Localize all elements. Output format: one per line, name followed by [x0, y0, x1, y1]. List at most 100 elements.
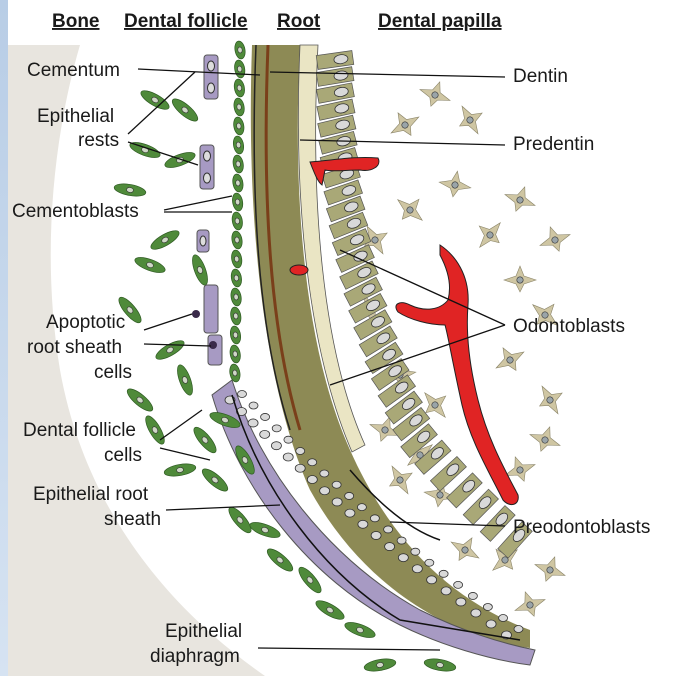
label-cementum: Cementum: [27, 60, 120, 81]
follicle-cell: [313, 597, 346, 623]
sheath-nucleus: [441, 587, 451, 595]
follicle-cell: [189, 253, 210, 287]
follicle-cell: [133, 254, 167, 275]
follicle-cell: [226, 504, 255, 536]
label-dentin: Dentin: [513, 66, 568, 87]
sheath-nucleus: [357, 504, 366, 511]
sheath-nucleus: [384, 526, 393, 533]
follicle-cell: [248, 519, 282, 540]
follicle-cell: [343, 619, 377, 640]
follicle-cell: [148, 227, 181, 253]
label-preodontoblasts: Preodontoblasts: [513, 517, 650, 538]
sheath-nucleus: [307, 476, 317, 484]
sheath-nucleus: [397, 537, 406, 544]
sheath-nucleus: [283, 453, 293, 461]
label-predentin: Predentin: [513, 134, 594, 155]
sheath-nucleus: [308, 459, 317, 466]
sheath-nucleus: [486, 620, 496, 628]
label-apoptotic-3: cells: [94, 362, 132, 383]
sheath-nucleus: [296, 447, 305, 454]
cementoblast-cell: [230, 249, 243, 268]
label-apoptotic-2: root sheath: [27, 337, 122, 358]
follicle-cell: [163, 149, 197, 170]
sheath-nucleus: [260, 430, 270, 438]
sheath-nucleus: [332, 498, 342, 506]
follicle-cell: [264, 546, 296, 575]
label-root-sheath-2: sheath: [104, 509, 161, 530]
sheath-nucleus: [371, 531, 381, 539]
follicle-cell: [124, 386, 156, 415]
follicle-cell: [191, 424, 220, 456]
sheath-nucleus: [249, 402, 258, 409]
cementoblast-cell: [233, 97, 246, 116]
follicle-cell: [142, 413, 168, 446]
follicle-cell: [113, 182, 146, 198]
sheath-nucleus: [358, 520, 368, 528]
sheath-nucleus: [514, 626, 523, 633]
papilla-cell: [531, 551, 570, 586]
sheath-nucleus: [427, 576, 437, 584]
follicle-cell: [199, 466, 231, 495]
papilla-cell: [504, 266, 536, 292]
sheath-nucleus: [483, 603, 492, 610]
header-dental-follicle: Dental follicle: [124, 11, 248, 32]
sheath-nucleus: [345, 509, 355, 517]
sheath-nucleus: [398, 554, 408, 562]
papilla-cell: [437, 168, 473, 199]
sheath-nucleus: [468, 592, 477, 599]
papilla-cell: [469, 214, 509, 255]
sheath-nucleus: [499, 614, 508, 621]
sheath-nucleus: [320, 487, 330, 495]
label-apoptotic-1: Apoptotic: [46, 312, 125, 333]
label-root-sheath-1: Epithelial root: [33, 484, 149, 505]
cementoblast-cell: [229, 325, 242, 344]
sheath-nucleus: [295, 464, 305, 472]
cementoblast-cell: [233, 78, 246, 97]
cementoblast-cell: [234, 40, 247, 59]
papilla-cell: [535, 221, 574, 256]
papilla-cell: [452, 99, 491, 140]
sheath-nucleus: [439, 570, 448, 577]
sheath-nucleus: [411, 548, 420, 555]
follicle-cell: [128, 139, 162, 160]
sheath-nucleus: [456, 598, 466, 606]
cementoblast-cell: [231, 211, 244, 230]
sheath-nucleus: [271, 442, 281, 450]
papilla-cell: [510, 586, 549, 621]
follicle-cell: [169, 96, 201, 125]
epithelial-rests: [192, 55, 222, 365]
cementoblast-cell: [231, 230, 244, 249]
bone-region: [8, 45, 265, 676]
sheath-nucleus: [345, 492, 354, 499]
papilla-cell: [526, 421, 565, 456]
cementoblast-cell: [229, 344, 242, 363]
header-dental-papilla: Dental papilla: [378, 11, 502, 32]
sheath-nucleus: [385, 543, 395, 551]
follicle-cell: [153, 337, 186, 363]
papilla-cell-nucleus: [517, 277, 523, 283]
sheath-nucleus: [284, 436, 293, 443]
cementoblast-cell: [230, 268, 243, 287]
cementoblast-cell: [233, 59, 246, 78]
cementoblast-cell: [229, 306, 242, 325]
odontoblast-cell: [316, 51, 354, 70]
papilla-cell: [390, 189, 431, 229]
label-follicle-cells-2: cells: [104, 445, 142, 466]
header-bone: Bone: [52, 11, 100, 32]
papilla-cell: [489, 340, 530, 379]
blood-vessel-dot: [290, 265, 308, 275]
cementoblast-cell: [230, 287, 243, 306]
sheath-nucleus: [320, 470, 329, 477]
sheath-nucleus: [238, 391, 247, 398]
papilla-cell: [501, 181, 540, 216]
papilla-cell: [384, 105, 425, 144]
header-root: Root: [277, 11, 321, 32]
sheath-nucleus: [272, 425, 281, 432]
label-diaphragm-1: Epithelial: [165, 621, 242, 642]
cementoblast-cell: [231, 192, 244, 211]
papilla-cell: [445, 530, 486, 569]
papilla-cell: [532, 379, 571, 420]
cementoblast-cell: [228, 363, 241, 382]
label-cementoblasts: Cementoblasts: [12, 201, 139, 222]
sheath-nucleus: [332, 481, 341, 488]
